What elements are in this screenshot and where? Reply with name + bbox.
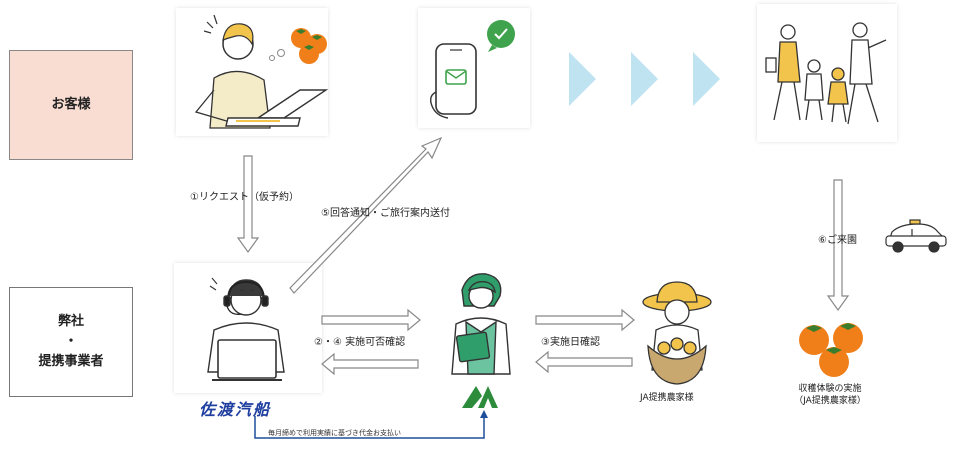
company-label-line1: 弊社 (57, 313, 84, 329)
ja-farmer-label: JA提携農家様 (640, 393, 694, 403)
operator-headset-icon (207, 277, 285, 381)
company-box: 弊社 ・ 提携事業者 (9, 287, 133, 397)
persimmon-icon (799, 323, 863, 377)
step24-label: ②・④ 実施可否確認 (314, 337, 406, 348)
ferry-company-logo: 佐渡汽船 (199, 400, 272, 419)
arrow-step1 (236, 155, 260, 254)
customer-box: お客様 (9, 50, 133, 160)
farmer-icon (642, 281, 712, 385)
step6-label: ⑥ご来園 (818, 235, 857, 246)
arrow-step3-left (535, 350, 633, 374)
customer-label: お客様 (51, 96, 91, 112)
chevron-right-icon (631, 52, 658, 106)
step5-label: ⑤回答通知・ご旅行案内送付 (321, 208, 450, 219)
taxi-icon (885, 219, 947, 253)
step1-label: ①リクエスト（仮予約） (190, 192, 299, 203)
chevron-right-icon (693, 52, 720, 106)
step3-label: ③実施日確認 (541, 337, 600, 348)
payment-note: 毎月締めで利用実績に基づき代金お支払い (268, 429, 401, 437)
harvest-label-line2: （JA提携農家様） (794, 395, 866, 406)
ja-logo (462, 386, 498, 408)
harvest-label: 収穫体験の実施 （JA提携農家様） (776, 384, 884, 407)
arrow-step3-right (535, 308, 635, 332)
laptop-customer-icon (194, 14, 329, 129)
chevron-right-icon (569, 52, 596, 106)
family-walking-icon (765, 22, 887, 125)
persimmon-icon (291, 28, 327, 64)
check-icon (487, 20, 515, 52)
arrow-step24-left (321, 352, 419, 376)
payment-line (254, 416, 485, 439)
company-label-line3: 提携事業者 (38, 354, 104, 370)
arrow-step5 (289, 136, 443, 294)
company-label-line2: ・ (64, 333, 78, 349)
arrow-step24-right (321, 308, 421, 332)
harvest-label-line1: 収穫体験の実施 (798, 384, 862, 394)
mail-icon (445, 69, 467, 85)
ja-staff-icon (451, 273, 511, 375)
payment-arrowhead (480, 410, 488, 418)
arrow-step6 (826, 179, 850, 312)
